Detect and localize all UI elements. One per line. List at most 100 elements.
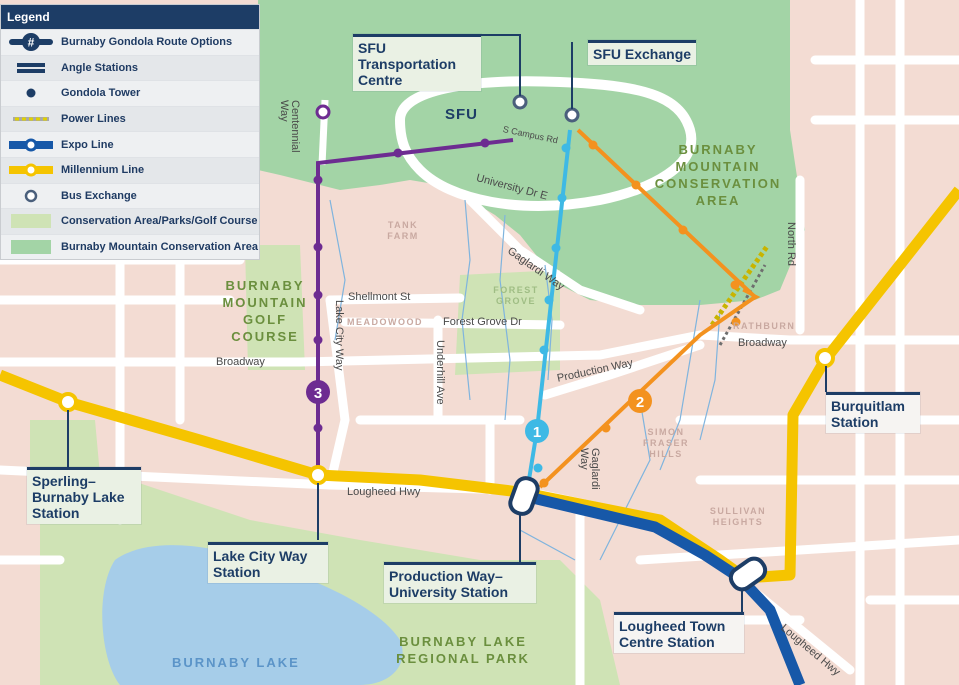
street-label-lougheed-west: Lougheed Hwy [347,486,421,498]
legend-row-angle: Angle Stations [1,54,259,81]
creek-3 [544,264,553,381]
legend-panel: Legend # Burnaby Gondola Route Options A… [0,4,260,261]
callout-production-way-station[interactable]: Production Way–University Station [384,562,536,603]
legend-route-hash: # [28,36,35,50]
legend-parks-symbol [11,214,51,229]
callout-leaders [67,34,827,612]
street-label-north-rd: North Rd [785,222,797,267]
legend-power-symbol [13,117,49,122]
burnaby-lake-water [102,545,403,685]
gondola-tower [313,175,323,185]
burquitlam-station-marker[interactable] [815,348,835,368]
callout-burquitlam-station[interactable]: Burquitlam Station [826,392,920,433]
street-label-broadway-west: Broadway [216,356,265,368]
gondola-tower [561,143,571,153]
gondola-tower [539,345,549,355]
power-line-1 [709,243,771,327]
legend-bus-symbol [24,189,38,203]
gondola-tower [551,243,561,253]
route-3-line [316,138,514,475]
legend-row-parks: Conservation Area/Parks/Golf Course [1,208,259,234]
street-label-gaglardi-south: Gaglardi Way [578,448,601,490]
legend-label-expo: Expo Line [61,138,114,151]
legend-conservation-symbol [11,240,51,255]
gondola-tower [544,295,554,305]
hood-tank-farm: TANK FARM [387,220,419,241]
production-street [540,340,705,400]
route-1-number: 1 [533,424,541,441]
street-label-forest-grove: Forest Grove Dr [443,316,522,328]
creek-4 [659,299,701,471]
hood-forest-grove: FOREST GROVE [493,285,539,306]
legend-title: Legend [1,5,259,29]
legend-label-conservation: Burnaby Mountain Conservation Area [61,241,259,254]
route-3-marker[interactable]: 3 [306,380,330,404]
gondola-tower [601,423,611,433]
gondola-tower [588,140,598,150]
route-1-towers [533,143,571,473]
route-3-number: 3 [314,385,322,402]
bus-exchange-centennial[interactable] [315,104,331,120]
callout-lake-city-station[interactable]: Lake City Way Station [208,542,328,583]
callout-lougheed-station[interactable]: Lougheed Town Centre Station [614,612,744,653]
route-2-marker[interactable]: 2 [628,389,652,413]
sperling-park [30,420,100,480]
legend-row-tower: Gondola Tower [1,80,259,106]
gondola-tower [539,478,549,488]
gondola-tower [731,317,741,327]
area-label-regional-park: BURNABY LAKE REGIONAL PARK [396,634,530,666]
callout-sfu-exchange[interactable]: SFU Exchange [588,40,697,65]
gondola-tower [313,335,323,345]
sfu-ring-road [394,76,697,211]
area-label-conservation: BURNABY MOUNTAIN CONSERVATION AREA [654,142,782,208]
hood-sullivan-heights: SULLIVAN HEIGHTS [709,506,767,527]
legend-row-route: # Burnaby Gondola Route Options [1,29,259,55]
creek-1 [461,199,471,401]
hood-rathburn: RATHBURN [733,321,796,331]
broadway-street [0,330,959,367]
route-2-marker-circle [628,389,652,413]
gondola-tower [480,138,490,148]
area-label-burnaby-lake: BURNABY LAKE [172,655,300,670]
bus-exchange-transport-centre[interactable] [512,94,528,110]
gondola-tower [313,242,323,252]
gondola-tower [678,225,688,235]
gondola-tower [730,280,740,290]
street-label-shellmont: Shellmont St [348,291,411,303]
street-label-underhill: Underhill Ave [434,340,446,405]
route-3-marker-circle [306,380,330,404]
legend-expo-symbol [9,138,53,152]
golf-course-park [245,245,305,370]
route-2-number: 2 [636,394,644,411]
shellmont-street [325,293,465,305]
hood-simon-fraser-hills: SIMON FRASER HILLS [642,427,689,459]
legend-label-route: Burnaby Gondola Route Options [61,36,233,49]
lake-city-station-marker[interactable] [308,465,328,485]
hood-meadowood: MEADOWOOD [347,317,423,327]
legend-millennium-symbol [9,163,53,177]
street-label-centennial: Centennial Way [278,100,301,153]
route-2-towers [539,140,741,488]
bus-exchange-sfu[interactable] [564,107,580,123]
millennium-line [0,186,959,584]
legend-row-power: Power Lines [1,105,259,132]
lougheed-station-marker[interactable] [727,555,769,594]
legend-label-bus: Bus Exchange [61,189,137,202]
creek-5 [699,309,721,441]
route-1-marker[interactable]: 1 [525,419,549,443]
street-label-lake-city: Lake City Way [333,300,345,371]
gondola-tower [557,193,567,203]
callout-sfu-transportation-centre[interactable]: SFU Transportation Centre [353,34,481,91]
legend-label-angle: Angle Stations [61,61,139,74]
sperling-station-marker[interactable] [58,392,78,412]
gondola-tower [313,290,323,300]
legend-angle-symbol [17,62,45,73]
legend-label-millennium: Millennium Line [61,164,145,177]
callout-sperling-station[interactable]: Sperling–Burnaby Lake Station [27,467,141,524]
production-way-station-marker[interactable] [508,475,541,516]
legend-row-bus: Bus Exchange [1,182,259,209]
creek-2 [499,214,511,421]
power-lines [709,243,771,346]
angle-station-marker [742,288,761,306]
gondola-tower [393,148,403,158]
